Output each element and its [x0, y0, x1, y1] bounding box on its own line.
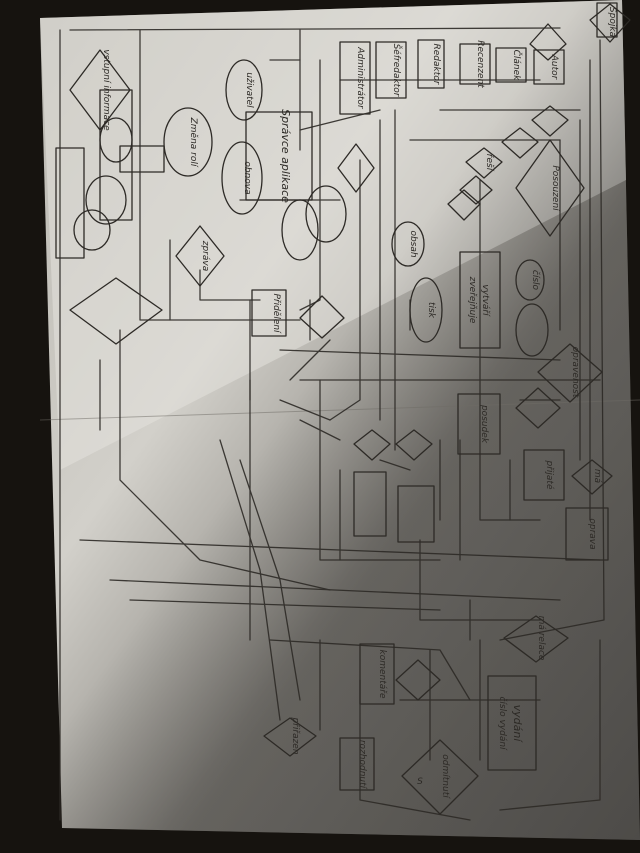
box-spravce: [245, 111, 313, 201]
box-left-3: [55, 147, 85, 259]
ellipse-mid-1: [305, 185, 347, 243]
shadow-band: [40, 0, 640, 840]
ellipse-obnova: [221, 141, 263, 215]
diamond-big-left: [69, 277, 163, 345]
label-odmitnuti: odmítnutí: [440, 754, 450, 799]
label-autor: Autor: [549, 54, 559, 81]
paper-fold: [39, 399, 640, 421]
label-opravenost: opravenost: [570, 347, 580, 398]
label-posouzeni: Posouzení: [550, 165, 560, 212]
label-redaktor: Redaktor: [431, 44, 441, 86]
diamond-s: [401, 739, 479, 815]
label-s: S: [417, 777, 423, 787]
ellipse-uzivatel: [225, 59, 263, 121]
relation-diamonds: [69, 3, 631, 815]
diamond-ma-1: [531, 105, 569, 137]
diamond-ma-3: [571, 459, 613, 495]
label-recenzent: Recenzent: [475, 40, 485, 88]
diamond-mid-1: [299, 295, 345, 339]
box-vydani: [487, 675, 537, 771]
diamond-zprava: [175, 225, 225, 287]
diamond-cislo: [395, 659, 441, 701]
label-spravce: Správce aplikace: [279, 109, 292, 203]
box-rozhodnuti: [339, 737, 375, 791]
box-left-1: [119, 145, 165, 173]
diamond-opravenost: [537, 343, 603, 403]
diamond-ma-relace: [503, 615, 569, 663]
box-prijate: [523, 449, 565, 501]
ellipse-komentare: [515, 303, 549, 357]
label-zmena-roli: Změna rolí: [188, 117, 199, 168]
label-zverejnuje: zveřejňuje: [467, 276, 477, 324]
label-resi: řeší: [484, 154, 495, 172]
box-sefredaktor: [375, 41, 407, 99]
label-rozhodnuti: rozhodnutí: [357, 740, 367, 790]
diamond-ma-5: [353, 429, 391, 461]
ellipse-zmena-roli: [163, 107, 213, 177]
box-left-2: [99, 89, 133, 221]
ellipse-obsah: [391, 221, 425, 267]
diamond-spojka: [589, 3, 631, 43]
label-prirazen: přiřazen: [290, 716, 300, 754]
ellipse-tisk: [409, 277, 443, 343]
ellipse-cislo: [515, 259, 545, 301]
connector-lines: [59, 27, 605, 821]
box-oprava-3: [353, 471, 387, 537]
label-vytvari: vytváří: [480, 284, 490, 317]
ellipse-left-low: [73, 209, 111, 251]
box-autor: [533, 49, 565, 85]
label-tisk: tisk: [426, 302, 436, 319]
label-cislo: číslo: [530, 270, 541, 291]
ellipse-mid-2: [281, 199, 319, 261]
diamond-prirazen: [263, 717, 317, 757]
entity-boxes: [55, 2, 618, 791]
ellipse-left-top: [99, 117, 133, 163]
label-obnova: obnova: [242, 161, 252, 194]
diamond-resi: [465, 147, 503, 179]
label-posudek: posudek: [479, 404, 489, 444]
label-spojka: Spojka: [607, 7, 617, 37]
box-administrator: [339, 41, 371, 115]
box-oprava-1: [565, 507, 609, 561]
diamond-vstupni: [69, 49, 131, 131]
label-vstupni: vstupní informace: [101, 49, 111, 131]
diamond-ma-4: [395, 429, 433, 461]
label-clanek: Článek: [511, 50, 523, 82]
box-komentare: [359, 643, 395, 705]
box-spojka: [596, 2, 618, 38]
label-vydani: vydání: [511, 705, 524, 744]
box-vytvari: [459, 251, 501, 349]
label-cislo-vydani: číslo vydání: [497, 696, 508, 751]
diamond-posudek: [515, 387, 561, 429]
label-obsah: obsah: [408, 230, 418, 257]
label-ma: má: [592, 469, 602, 484]
diamond-autor-top: [529, 23, 567, 61]
label-oprava: oprava: [587, 518, 597, 549]
box-posudek: [457, 393, 501, 455]
label-administrator: Administrátor: [355, 46, 365, 110]
diamond-small-2: [447, 189, 481, 221]
label-komentare: komentáře: [377, 649, 387, 698]
diamond-posouzeni: [515, 139, 585, 237]
attribute-ellipses: [73, 59, 549, 357]
diamond-prideleni: [337, 143, 375, 193]
label-prijate: přijaté: [544, 460, 555, 490]
diamond-ma-2: [501, 127, 539, 159]
label-uzivatel: uživatel: [244, 72, 254, 108]
label-zprava: zpráva: [200, 240, 210, 272]
label-ma-relace: má relace: [536, 616, 546, 661]
box-recenzent: [459, 43, 491, 85]
box-oprava-2: [397, 485, 435, 543]
diagram-labels: Spojka Autor Článek Recenzent Redaktor Š…: [101, 7, 617, 799]
label-sefredaktor: Šéfredaktor: [391, 44, 403, 98]
label-prideleni: Přidělení: [271, 293, 282, 334]
diamond-small-1: [459, 175, 493, 205]
box-redaktor: [417, 39, 445, 89]
box-prideleni: [251, 289, 287, 337]
box-clanek: [495, 47, 527, 83]
ellipse-left-mid: [85, 175, 127, 225]
